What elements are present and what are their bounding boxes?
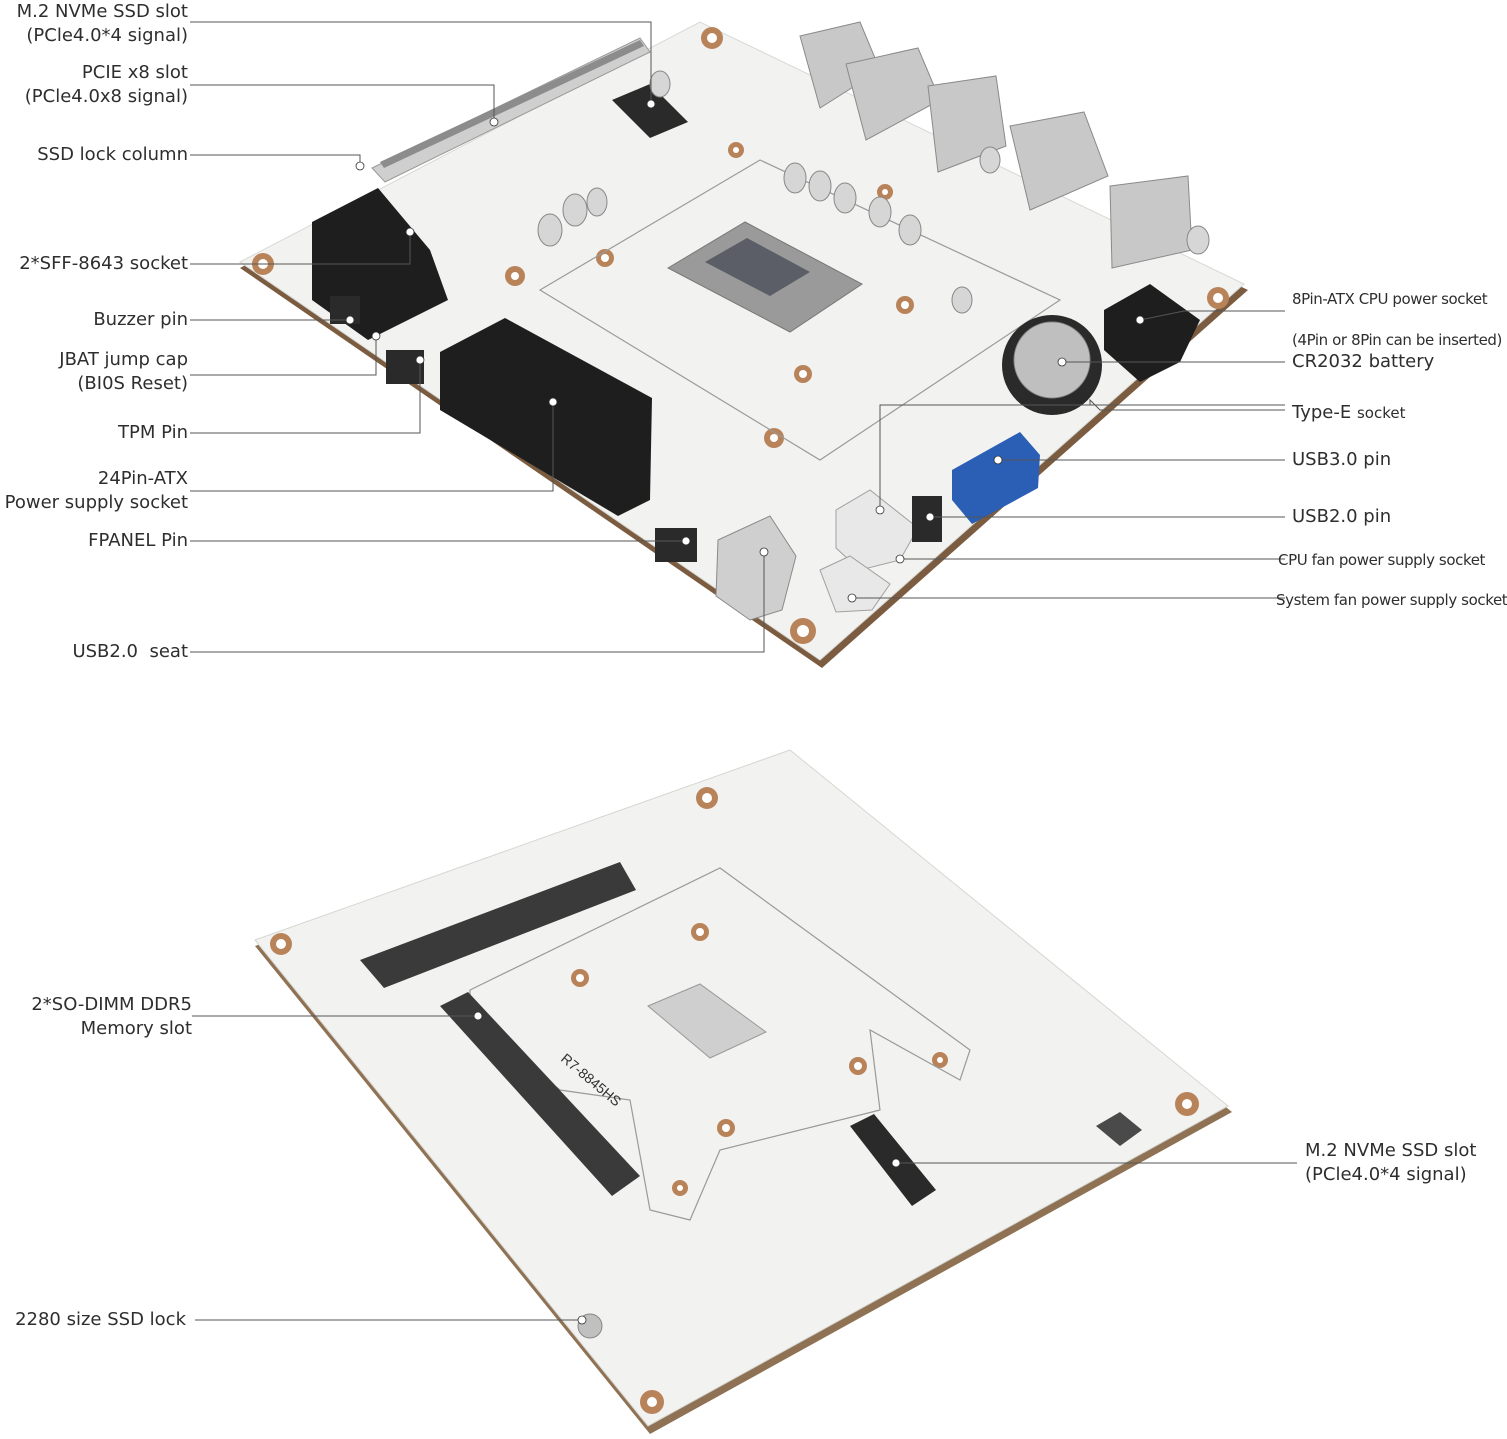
bottom-board-pcb [254, 749, 1229, 1427]
label-cr2032-battery: CR2032 battery [1292, 351, 1435, 372]
label-m2-nvme-ssd-slot: M.2 NVMe SSD slot (PCle4.0*4 signal) [16, 1, 188, 46]
backplate-outline [469, 867, 971, 1221]
bottom-mounting-holes [270, 787, 1199, 1414]
label-type-e-socket: Type-E socket [1292, 402, 1406, 423]
inductor [1096, 1112, 1142, 1146]
label-system-fan-socket: System fan power supply socket [1276, 591, 1507, 609]
atx-8pin-connector [1104, 284, 1200, 382]
top-mounting-holes [252, 27, 1229, 644]
label-cpu-fan-socket: CPU fan power supply socket [1278, 551, 1486, 569]
pin-headers [330, 296, 942, 562]
label-usb2-seat: USB2.0 seat [72, 641, 188, 662]
label-buzzer-pin: Buzzer pin [93, 309, 188, 330]
callout-dots [345, 99, 1145, 1325]
label-atx-8pin-cpu: 8Pin-ATX CPU power socket [1292, 290, 1488, 308]
label-tpm-pin: TPM Pin [118, 422, 188, 443]
label-ssd-lock-column: SSD lock column [37, 144, 188, 165]
cr2032-cell [1013, 321, 1091, 399]
cpu-die [705, 238, 810, 296]
label-pcie-x8-slot: PCIE x8 slot (PCle4.0x8 signal) [24, 62, 188, 107]
label-fpanel-pin: FPANEL Pin [88, 530, 188, 551]
label-ssd-lock-2280: 2280 size SSD lock [15, 1309, 186, 1330]
leader-lines [190, 21, 1297, 1321]
cpu-heatsink-outline [538, 159, 1062, 461]
usb3-header [952, 432, 1040, 524]
label-usb2-pin: USB2.0 pin [1292, 506, 1392, 527]
so-dimm-slot-1 [360, 862, 636, 988]
label-atx-8pin-note: (4Pin or 8Pin can be inserted) [1292, 331, 1502, 349]
label-jbat-jump-cap: JBAT jump cap (BI0S Reset) [59, 349, 188, 394]
so-dimm-slot-2 [440, 992, 640, 1196]
label-m2-nvme-ssd-slot-bottom: M.2 NVMe SSD slot (PCle4.0*4 signal) [1305, 1140, 1477, 1185]
capacitors [537, 70, 1210, 314]
chip-cluster [647, 983, 767, 1059]
usb2-seat-port [715, 515, 797, 621]
atx-24pin-connector [440, 318, 652, 516]
label-usb3-pin: USB3.0 pin [1292, 449, 1392, 470]
m2-slot-top [612, 84, 688, 138]
label-sff-8643-socket: 2*SFF-8643 socket [19, 253, 188, 274]
label-so-dimm-slot: 2*SO-DIMM DDR5 Memory slot [31, 994, 192, 1039]
label-atx-24pin: 24Pin-ATX Power supply socket [4, 468, 188, 513]
